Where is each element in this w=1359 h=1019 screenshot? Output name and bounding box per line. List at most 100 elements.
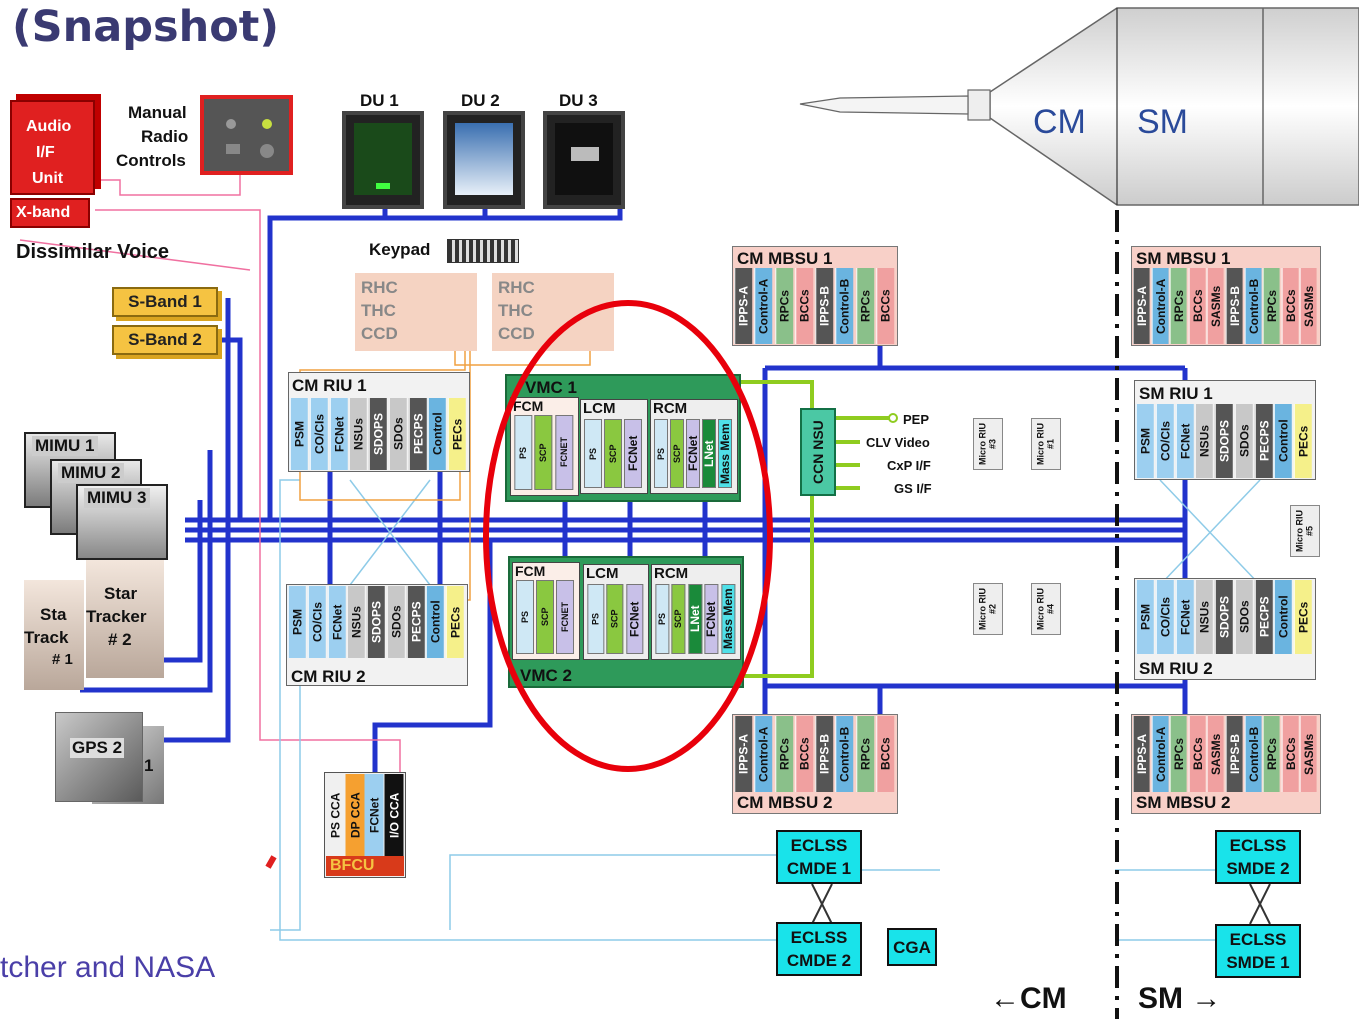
vmc1-fcm-title: FCM [513, 398, 543, 414]
smmbsu1-slot: SASMs [1300, 268, 1317, 344]
smriu1-slot: FCNet [1176, 404, 1194, 478]
micro-riu-1: Micro RIU #1 [1031, 418, 1061, 470]
vmc2-rcm-title: RCM [654, 565, 688, 582]
micro-riu-4: Micro RIU #4 [1031, 583, 1061, 635]
eclss-smde-1: ECLSS SMDE 1 [1215, 924, 1301, 978]
cmriu1-slot: PECs [448, 398, 466, 470]
smmbsu1-slot: RPCs [1263, 268, 1280, 344]
mimu-1-label: MIMU 1 [32, 436, 98, 456]
smriu1-slot: NSUs [1195, 404, 1213, 478]
cmmbsu1-slot: RPCs [856, 268, 874, 344]
star-tracker-2-line1: Star [104, 584, 137, 604]
smmbsu1-slot: IPPS-B [1226, 268, 1243, 344]
smmbsu2-slot: RPCs [1263, 716, 1280, 792]
ccn-port-gs: GS I/F [894, 481, 932, 496]
manual-radio-panel [200, 95, 293, 175]
smriu2-slot: PSM [1136, 580, 1154, 654]
vmc1-lcm-title: LCM [583, 400, 616, 417]
micro-riu-2-label: Micro RIU #2 [974, 584, 1001, 633]
cm-module-label: CM [1033, 103, 1086, 142]
bfcu-slot: I/O CCA [385, 774, 404, 856]
eclss-cmde-1-line1: ECLSS [791, 834, 848, 857]
smriu1-slot: PECs [1294, 404, 1312, 478]
vmc2-rcm-slot: FCNet [704, 584, 718, 654]
smmbsu2-slot: Control-B [1245, 716, 1262, 792]
credit-text: tcher and NASA [0, 951, 215, 985]
sm-riu-1-title: SM RIU 1 [1139, 384, 1213, 404]
mimu-2-label: MIMU 2 [58, 463, 124, 483]
cm-riu-1-title: CM RIU 1 [292, 376, 367, 396]
vmc2-rcm-slot: LNet [688, 584, 702, 654]
eclss-smde-1-line1: ECLSS [1230, 928, 1287, 951]
keypad-label: Keypad [369, 240, 430, 260]
bfcu-slots: PS CCADP CCAFCNetI/O CCA [326, 774, 404, 856]
star-tracker-2: Star Tracker # 2 [86, 560, 164, 678]
micro-riu-5: Micro RIU #5 [1290, 505, 1320, 557]
eclss-smde-2: ECLSS SMDE 2 [1215, 830, 1301, 884]
sm-riu-1-slots: PSMCO/CIsFCNetNSUsSDOPSSDOsPECPSControlP… [1136, 404, 1314, 478]
sband-2: S-Band 2 [112, 325, 218, 355]
smriu2-slot: FCNet [1176, 580, 1194, 654]
star-tracker-2-line2: Tracker [86, 607, 147, 627]
cmriu2-slot: PECs [446, 586, 464, 658]
vmc1-rcm-slot: LNet [702, 419, 716, 488]
star-tracker-2-line3: # 2 [108, 630, 132, 650]
hand-controller-panel-2: RHC THC CCD [492, 273, 614, 351]
vmc1-lcm-slot: PS [584, 419, 602, 488]
vmc2-lcm-title: LCM [586, 565, 619, 582]
smriu1-slot: PECPS [1255, 404, 1273, 478]
bfcu-slot: DP CCA [346, 774, 365, 856]
vmc2-lcm-slot: SCP [606, 584, 623, 654]
vmc2-rcm-slot: PS [655, 584, 669, 654]
cmriu1-slot: NSUs [349, 398, 367, 470]
star-tracker-1-line3: # 1 [52, 651, 73, 668]
audio-unit-line2: I/F [36, 144, 55, 162]
smmbsu1-slot: SASMs [1207, 268, 1224, 344]
cmmbsu2-slot: Control-A [754, 716, 772, 792]
smriu1-slot: CO/CIs [1156, 404, 1174, 478]
cmriu1-slot: SDOPS [369, 398, 387, 470]
cmmbsu1-slot: BCCs [795, 268, 813, 344]
smmbsu1-slot: Control-A [1152, 268, 1169, 344]
rhc-label-1: RHC [361, 278, 398, 298]
smriu2-slot: NSUs [1195, 580, 1213, 654]
smmbsu2-slot: RPCs [1170, 716, 1187, 792]
sband-1: S-Band 1 [112, 287, 218, 317]
vmc-2-title: VMC 2 [520, 666, 572, 686]
gps-1-number: 1 [144, 756, 153, 776]
cmriu2-slot: PECPS [407, 586, 425, 658]
cmriu1-slot: Control [428, 398, 446, 470]
xband-label: X-band [16, 204, 70, 222]
keypad-icon [447, 239, 519, 263]
vmc2-lcm-slot: FCNet [626, 584, 643, 654]
audio-if-unit: Audio I/F Unit [10, 100, 95, 195]
smmbsu2-slot: IPPS-A [1133, 716, 1150, 792]
star-tracker-1-line1: Sta [40, 605, 66, 625]
smmbsu1-slot: RPCs [1170, 268, 1187, 344]
smriu1-slot: PSM [1136, 404, 1154, 478]
eclss-smde-2-line2: SMDE 2 [1226, 857, 1289, 880]
cga-unit: CGA [887, 928, 937, 966]
smmbsu2-slot: BCCs [1189, 716, 1206, 792]
smriu1-slot: SDOs [1235, 404, 1253, 478]
cmriu1-slot: PSM [290, 398, 308, 470]
cmriu2-slot: CO/CIs [308, 586, 326, 658]
micro-riu-3: Micro RIU #3 [973, 418, 1003, 470]
cmmbsu1-slot: IPPS-B [815, 268, 833, 344]
vmc2-fcm-slot: PS [516, 580, 534, 654]
cm-mbsu-1-title: CM MBSU 1 [737, 249, 832, 269]
vmc2-fcm-slot: FCNET [556, 580, 574, 654]
hand-controller-panel-1: RHC THC CCD [355, 273, 477, 351]
cmmbsu2-slot: BCCs [795, 716, 813, 792]
smmbsu1-slot: Control-B [1245, 268, 1262, 344]
eclss-cmde-1: ECLSS CMDE 1 [776, 830, 862, 884]
eclss-cmde-1-line2: CMDE 1 [787, 857, 851, 880]
gps-2: GPS 2 [55, 712, 143, 802]
xband-unit: X-band [10, 198, 90, 228]
cmriu1-slot: SDOs [389, 398, 407, 470]
audio-unit-line1: Audio [26, 118, 71, 136]
vmc1-fcm-slot: PS [514, 415, 532, 490]
cmriu2-slot: FCNet [328, 586, 346, 658]
smriu2-slot: SDOs [1235, 580, 1253, 654]
